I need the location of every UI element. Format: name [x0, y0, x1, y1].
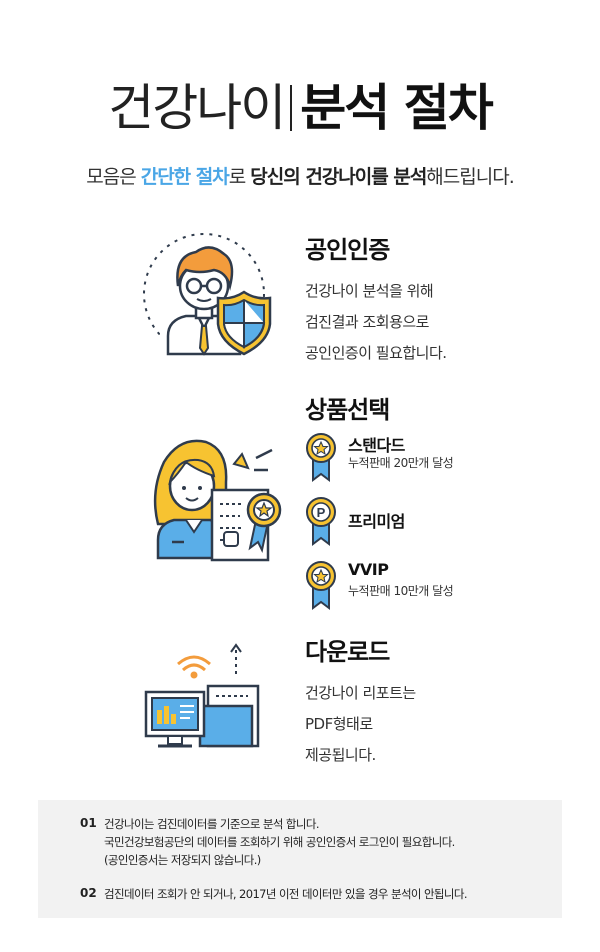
notice-line: 검진데이터 조회가 안 되거나, 2017년 이전 데이터만 있을 경우 분석이… [104, 887, 468, 901]
desc-line: 공인인증이 필요합니다. [305, 344, 447, 362]
desc-line: 제공됩니다. [305, 746, 376, 764]
man-with-shield-icon [143, 233, 272, 360]
woman-with-certificate-icon [153, 439, 282, 562]
subtitle-accent: 간단한 절차 [140, 166, 230, 188]
title-divider [290, 84, 293, 131]
notice-num: 02 [80, 886, 97, 900]
svg-text:P: P [317, 505, 326, 520]
product-standard[interactable]: 스탠다드 누적판매 20만개 달성 [304, 432, 564, 482]
medal-star-icon [306, 433, 336, 482]
step-desc-download: 건강나이 리포트는 PDF형태로 제공됩니다. [305, 678, 416, 771]
subtitle-text: 모음은 [86, 166, 141, 188]
product-name: 프리미엄 [348, 512, 405, 531]
page-subtitle: 모음은 간단한 절차로 당신의 건강나이를 분석해드립니다. [0, 162, 600, 189]
title-bold: 분석 절차 [300, 79, 493, 137]
medal-p-icon: P [306, 497, 336, 546]
product-sub: 누적판매 10만개 달성 [348, 584, 454, 598]
notice-num: 01 [80, 816, 97, 830]
product-name: 스탠다드 [348, 436, 405, 455]
computer-document-icon [144, 643, 260, 748]
subtitle-strong: 당신의 건강나이를 분석 [250, 166, 427, 188]
step-title-download: 다운로드 [305, 638, 390, 666]
desc-line: PDF형태로 [305, 715, 373, 733]
notice-line: (공인인증서는 저장되지 않습니다.) [104, 853, 261, 867]
notice-box: 01 건강나이는 검진데이터를 기준으로 분석 합니다. 국민건강보험공단의 데… [38, 800, 562, 918]
medal-star-icon [306, 561, 336, 610]
desc-line: 건강나이 리포트는 [305, 684, 416, 702]
product-sub: 누적판매 20만개 달성 [348, 456, 454, 470]
title-light: 건강나이 [108, 79, 286, 137]
subtitle-text: 해드립니다. [426, 166, 514, 188]
notice-line: 건강나이는 검진데이터를 기준으로 분석 합니다. [104, 817, 319, 831]
product-premium[interactable]: P 프리미엄 [304, 496, 564, 546]
desc-line: 검진결과 조회용으로 [305, 313, 429, 331]
product-vvip[interactable]: VVIP 누적판매 10만개 달성 [304, 560, 564, 610]
step-desc-certificate: 건강나이 분석을 위해 검진결과 조회용으로 공인인증이 필요합니다. [305, 276, 447, 369]
notice-line: 국민건강보험공단의 데이터를 조회하기 위해 공인인증서 로그인이 필요합니다. [104, 835, 455, 849]
desc-line: 건강나이 분석을 위해 [305, 282, 434, 300]
subtitle-text: 로 [228, 166, 251, 188]
product-name: VVIP [348, 560, 389, 579]
step-title-product: 상품선택 [305, 396, 390, 424]
step-title-certificate: 공인인증 [305, 236, 390, 264]
